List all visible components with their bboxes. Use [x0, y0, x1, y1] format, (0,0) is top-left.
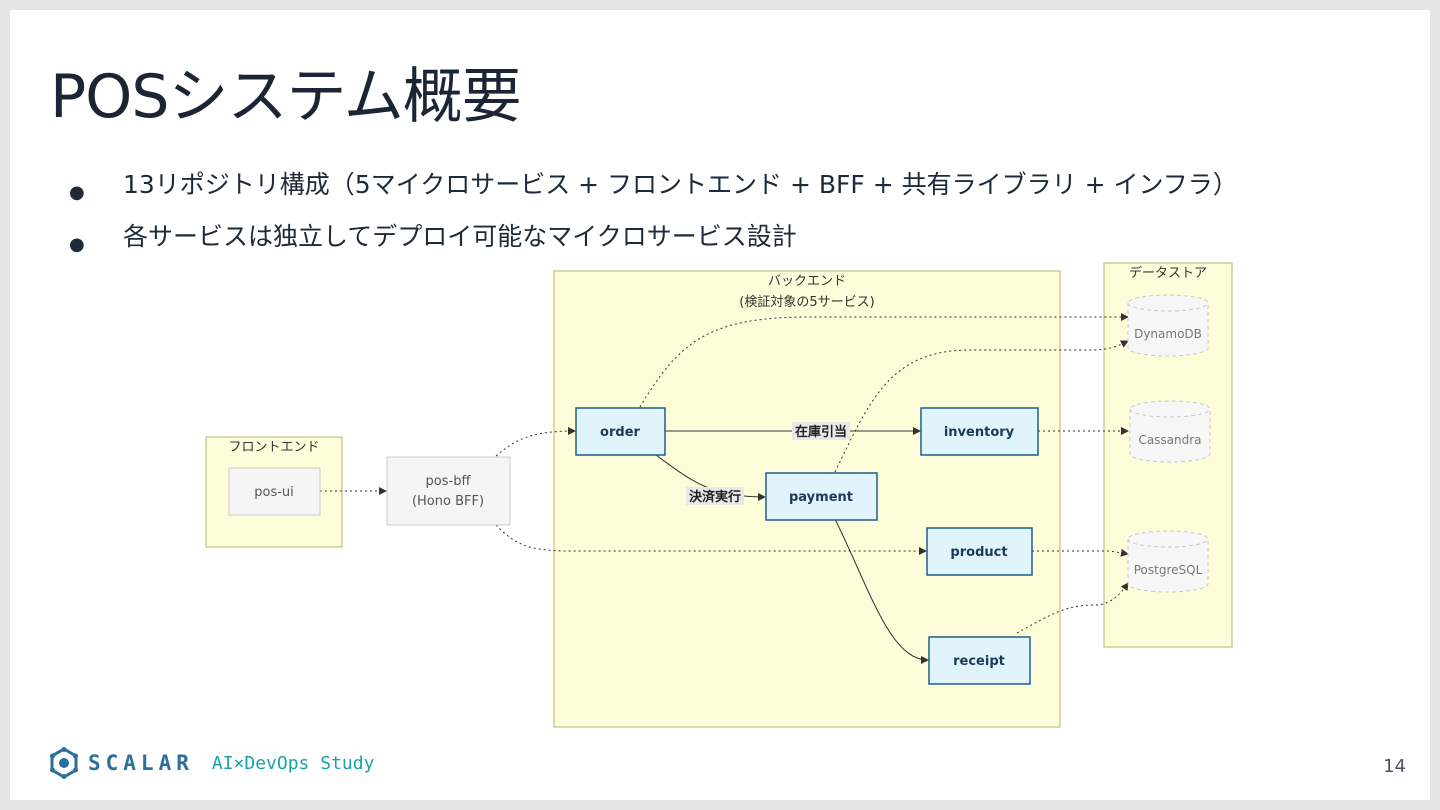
edge-order-dynamodb [639, 313, 1129, 408]
architecture-diagram: バックエンド (検証対象の5サービス) データストア フロントエンド 在庫引当 … [205, 262, 1233, 728]
bullet-item: ● 13リポジトリ構成（5マイクロサービス + フロントエンド + BFF + 共… [65, 168, 1238, 220]
edge-product-postgresql [1032, 548, 1129, 557]
scalar-logo-icon [50, 747, 78, 779]
edge-receipt-postgresql [1016, 582, 1129, 634]
edge-label-bg [792, 422, 850, 440]
node-pos-bff [386, 456, 511, 526]
node-receipt-label: receipt [953, 654, 1005, 669]
db-postgresql [1127, 530, 1209, 593]
datastore-group-label: データストア [1129, 265, 1207, 281]
bullet-dot-icon: ● [69, 234, 85, 255]
backend-group-sublabel: (検証対象の5サービス) [739, 295, 874, 310]
footer-logo: SCALAR AI×DevOps Study [48, 747, 374, 779]
edge-label-bg [686, 487, 744, 505]
frontend-group-label: フロントエンド [228, 440, 319, 455]
page-number: 14 [1383, 756, 1406, 777]
node-product-label: product [950, 545, 1007, 560]
bullet-text: 13リポジトリ構成（5マイクロサービス + フロントエンド + BFF + 共有… [123, 170, 1238, 199]
db-cassandra [1129, 400, 1211, 463]
edge-label-payment: 決済実行 [689, 489, 741, 505]
slide: POSシステム概要 ● 13リポジトリ構成（5マイクロサービス + フロントエンド… [10, 10, 1430, 800]
node-product [926, 527, 1033, 576]
edge-payment-receipt [834, 518, 929, 664]
page-title: POSシステム概要 [50, 62, 522, 132]
node-inventory-label: inventory [944, 425, 1015, 440]
node-receipt [928, 636, 1031, 685]
node-pos-ui [228, 467, 321, 516]
logo-text: SCALAR [88, 751, 194, 775]
bullet-text: 各サービスは独立してデプロイ可能なマイクロサービス設計 [123, 222, 797, 251]
db-postgresql-label: PostgreSQL [1134, 563, 1203, 577]
edge-bff-order [495, 427, 576, 457]
node-inventory [920, 407, 1039, 456]
db-cassandra-top [1129, 408, 1211, 418]
node-payment-label: payment [789, 490, 853, 505]
bullet-item: ● 各サービスは独立してデプロイ可能なマイクロサービス設計 [65, 220, 1238, 272]
db-dynamodb-top [1127, 302, 1209, 312]
edge-label-inventory: 在庫引当 [795, 424, 847, 440]
backend-group-label: バックエンド [768, 274, 846, 289]
edge-order-payment [655, 454, 766, 501]
bullet-dot-icon: ● [69, 182, 85, 203]
db-dynamodb-label: DynamoDB [1134, 327, 1202, 341]
node-pos-bff-label: pos-bff [426, 474, 472, 489]
db-postgresql-top [1127, 538, 1209, 548]
db-dynamodb [1127, 294, 1209, 357]
edge-payment-dynamodb [834, 340, 1129, 473]
node-payment [765, 472, 878, 521]
bullet-list: ● 13リポジトリ構成（5マイクロサービス + フロントエンド + BFF + 共… [65, 168, 1238, 272]
node-order-label: order [600, 425, 640, 440]
node-order [575, 407, 666, 456]
study-text: AI×DevOps Study [211, 752, 375, 774]
db-cassandra-label: Cassandra [1138, 433, 1201, 447]
node-pos-bff-sublabel: (Hono BFF) [412, 494, 484, 509]
node-pos-ui-label: pos-ui [254, 485, 294, 500]
